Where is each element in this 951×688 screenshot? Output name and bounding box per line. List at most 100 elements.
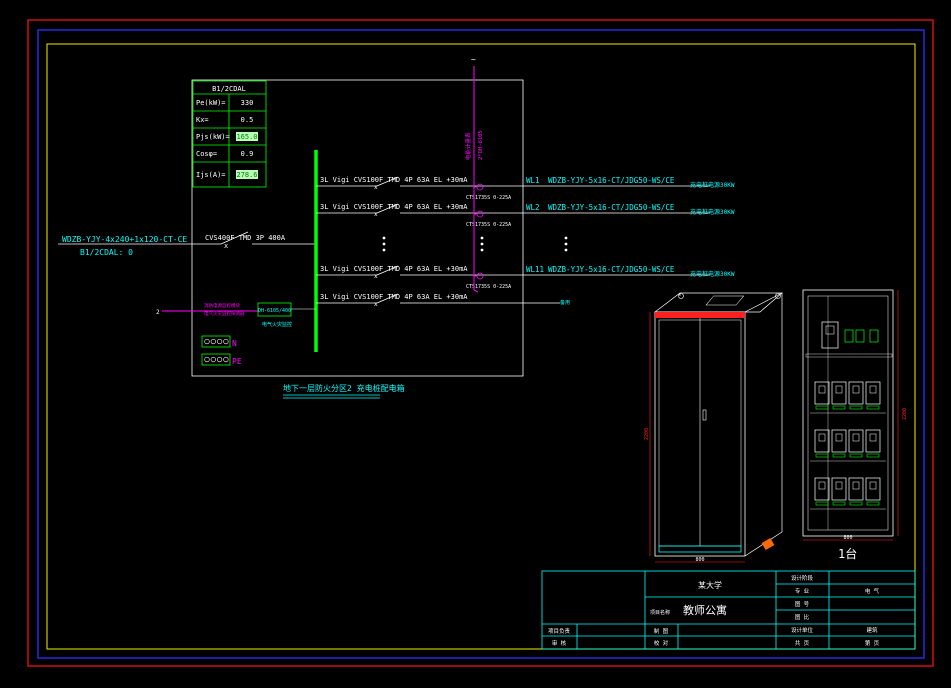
dh-monitor-box xyxy=(257,302,292,317)
branch-breaker-module xyxy=(865,429,881,453)
branch-breaker-module xyxy=(814,381,830,405)
major-value: 电 气 xyxy=(865,587,880,595)
n-terminal-block xyxy=(201,335,231,348)
terminal-screw-icon xyxy=(204,338,210,345)
ct-icon xyxy=(476,183,484,191)
fire-box-line-1: 消防电源监控模块 xyxy=(204,302,240,309)
major-label: 专 业 xyxy=(795,587,810,595)
meter-vertical-code: 2*DH-6105 xyxy=(478,130,484,160)
meter-line: ~ 电能计量表 2*DH-6105 xyxy=(464,55,484,293)
cabinet-top-strip xyxy=(655,312,745,318)
feeder-breaker-label: 3L Vigi CVS100F TMD 4P 63A EL +30mA xyxy=(320,176,468,184)
feeder-load: 充电桩电源30KW xyxy=(690,270,735,278)
branch-breaker-module xyxy=(848,381,864,405)
feeder-breaker-label: 3L Vigi CVS100F TMD 4P 63A EL +30mA xyxy=(320,293,468,301)
scale-label: 图 比 xyxy=(795,613,810,621)
param-value: 165.0 xyxy=(236,133,257,141)
panel-caption: 地下一层防火分区2 充电桩配电箱 xyxy=(283,383,405,399)
dh-caption: 电气火灾监控 xyxy=(262,321,292,328)
incoming-circuit: WDZB-YJY-4x240+1x120-CT-CE B1/2CDAL: 0 C… xyxy=(58,231,316,257)
param-highlight xyxy=(236,170,258,179)
sheet-total-label: 共 页 xyxy=(795,639,810,647)
sheet-no-label: 第 页 xyxy=(865,639,880,647)
cabinet-front-view: 800 2200 xyxy=(644,292,783,563)
svg-text:x: x xyxy=(374,273,378,280)
param-label: Pjs(kW)= xyxy=(196,133,230,141)
branch-breaker-module xyxy=(848,429,864,453)
title-block xyxy=(541,570,916,650)
branch-breaker-module xyxy=(831,429,847,453)
cabinet-handle xyxy=(702,409,707,421)
svg-text:x: x xyxy=(374,184,378,191)
panel-id: B1/2CDAL xyxy=(212,85,246,93)
feeder-load: 充电桩电源30KW xyxy=(690,208,735,216)
design-unit-value: 建筑 xyxy=(866,626,878,634)
terminal-screw-icon xyxy=(217,356,223,363)
branch-breaker-modules xyxy=(810,381,886,510)
panel-caption-text: 地下一层防火分区2 充电桩配电箱 xyxy=(283,383,405,393)
feeder-load: 备用 xyxy=(560,299,570,306)
terminal-screw-icon xyxy=(204,356,210,363)
terminal-screw-icon xyxy=(223,356,229,363)
main-breaker-label: CVS400F TMD 3P 400A xyxy=(205,234,286,242)
feeder-cable: WDZB-YJY-5x16-CT/JDG50-WS/CE xyxy=(548,203,675,212)
pe-label: PE xyxy=(232,357,242,366)
terminal-screw-icon xyxy=(210,338,216,345)
feeder-row: x3L Vigi CVS100F TMD 4P 63A EL +30mA CTS1… xyxy=(316,176,735,201)
frame-blue xyxy=(37,29,925,659)
top-ac-symbol: ~ xyxy=(471,55,476,64)
feeder-code: WL2 xyxy=(526,203,540,212)
param-highlight xyxy=(236,132,258,141)
feeder-row: x3L Vigi CVS100F TMD 4P 63A EL +30mA CTS1… xyxy=(316,203,735,228)
parameter-table: B1/2CDAL Pe(kW)=330Kx=0.5Pjs(kW)=165.0Co… xyxy=(192,80,267,188)
main-breaker-contact xyxy=(220,231,249,245)
ct-label: CTS1735S 0-225A xyxy=(466,222,511,228)
ct-label: CTS1735S 0-225A xyxy=(466,195,511,201)
checker-label: 校 对 xyxy=(654,639,669,647)
fire-monitor-circuit: 2 消防电源监控模块 电气火灾监控探测器 DH-6105/400 电气火灾监控 xyxy=(156,302,316,328)
feeder-cable: WDZB-YJY-5x16-CT/JDG50-WS/CE xyxy=(548,176,675,185)
drawn-label: 制 图 xyxy=(654,627,669,635)
terminal-screw-icon xyxy=(217,338,223,345)
cabinet-count: 1台 xyxy=(838,546,857,561)
feeder-breaker-label: 3L Vigi CVS100F TMD 4P 63A EL +30mA xyxy=(320,203,468,211)
reviewer-label: 审 核 xyxy=(552,639,567,647)
param-label: Kx= xyxy=(196,116,209,124)
param-value: 0.5 xyxy=(241,116,254,124)
feeder-code: WL11 xyxy=(526,265,544,274)
fire-box-line-2: 电气火灾监控探测器 xyxy=(204,310,245,317)
front-height-dim: 2200 xyxy=(644,428,650,440)
param-label: Pe(kW)= xyxy=(196,99,226,107)
ct-icon xyxy=(476,272,484,280)
branch-breaker-module xyxy=(865,381,881,405)
cabinet-internal-view: 800 2200 1台 xyxy=(802,289,908,561)
feeder-breaker-contact xyxy=(376,265,399,276)
ct-icon xyxy=(476,210,484,218)
frame-yellow xyxy=(46,43,916,650)
terminal-screw-icon xyxy=(223,338,229,345)
svg-text:x: x xyxy=(374,211,378,218)
branch-breaker-module xyxy=(831,381,847,405)
feeder-row: x3L Vigi CVS100F TMD 4P 63A EL +30mACTS1… xyxy=(316,265,735,290)
main-breaker-module xyxy=(821,321,839,349)
front-width-dim: 800 xyxy=(695,557,704,563)
stage-label: 设计阶段 xyxy=(791,574,814,582)
project-name: 教师公寓 xyxy=(683,603,727,617)
side-width-dim: 800 xyxy=(843,535,852,541)
feeder-circuits: x3L Vigi CVS100F TMD 4P 63A EL +30mACTS1… xyxy=(316,176,735,308)
pe-terminal-block xyxy=(201,353,231,366)
incoming-source: B1/2CDAL: 0 xyxy=(80,248,133,257)
n-label: N xyxy=(232,339,237,348)
dh-box-label: DH-6105/400 xyxy=(258,308,291,314)
param-value: 278.6 xyxy=(236,171,257,179)
cabinet-corner-mark xyxy=(761,538,775,550)
branch-breaker-module xyxy=(831,477,847,501)
branch-breaker-module xyxy=(865,477,881,501)
terminal-screw-icon xyxy=(210,356,216,363)
param-value: 330 xyxy=(241,99,254,107)
panel-outline xyxy=(191,79,524,377)
feeder-breaker-label: 3L Vigi CVS100F TMD 4P 63A EL +30mA xyxy=(320,265,468,273)
left-marker: 2 xyxy=(156,309,160,316)
